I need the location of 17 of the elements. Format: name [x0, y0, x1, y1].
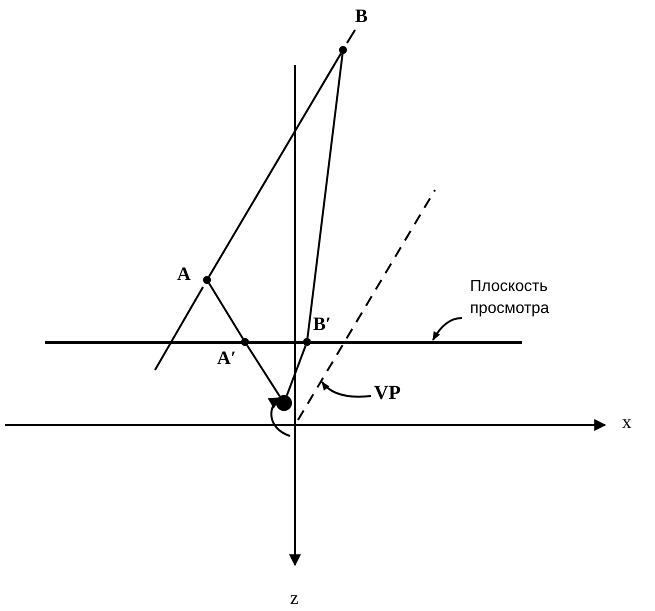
projection-line: [208, 282, 244, 340]
point-label: B: [355, 6, 368, 28]
projection-line: [306, 54, 344, 338]
leader-line: [321, 381, 372, 398]
point-label: A′: [217, 348, 236, 370]
leader-line: [432, 317, 462, 341]
projection-line: [246, 344, 281, 397]
callout-label: VP: [374, 382, 402, 404]
projection-line: [208, 52, 342, 278]
eye-dot: [276, 395, 292, 411]
axis-label: z: [290, 588, 298, 610]
projection-line: [286, 345, 307, 396]
point-label: B′: [313, 314, 332, 336]
callout-label: Плоскость просмотра: [470, 277, 550, 319]
viewing-plane-line: [45, 341, 522, 344]
point-label: A: [177, 264, 191, 286]
axis-label: x: [622, 412, 632, 434]
